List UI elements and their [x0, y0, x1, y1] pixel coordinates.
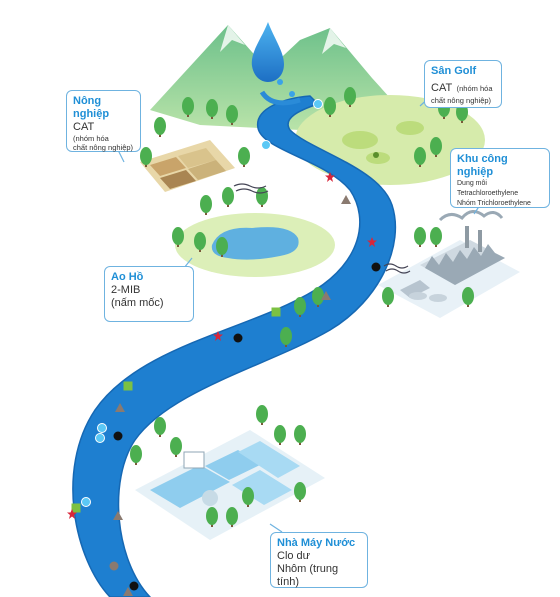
contaminant-marker [233, 333, 243, 343]
callout-title: Nông nghiệp [73, 95, 110, 120]
tree-icon [154, 417, 166, 437]
tree-icon [280, 327, 292, 347]
tree-icon [312, 287, 324, 307]
droplet [277, 79, 283, 85]
tree-icon [194, 232, 206, 252]
callout-line: Nhóm Trichloroethylene [457, 200, 531, 207]
callout-line: CAT [431, 82, 453, 94]
callout-lake: Ao Hồ 2-MIB (nấm mốc) [104, 266, 194, 322]
contaminant-marker [271, 307, 281, 317]
callout-line: Nhôm (trung tính) [277, 563, 339, 588]
tree-icon [242, 487, 254, 507]
contaminant-marker [313, 99, 323, 109]
tree-icon [294, 297, 306, 317]
tree-icon [430, 137, 442, 157]
contaminant-marker [129, 581, 139, 591]
callout-line: CAT [73, 121, 95, 133]
callout-title: Sân Golf [431, 65, 477, 77]
contaminant-marker [367, 237, 377, 247]
tree-icon [206, 99, 218, 119]
tree-icon [206, 507, 218, 527]
contaminant-marker [123, 381, 133, 391]
factory-icon [378, 210, 520, 318]
tree-icon [462, 287, 474, 307]
tree-icon [324, 97, 336, 117]
tree-icon [170, 437, 182, 457]
contaminant-markers [67, 99, 381, 596]
tree-icon [172, 227, 184, 247]
contaminant-marker [123, 587, 133, 596]
contaminant-marker [81, 497, 91, 507]
tree-icon [226, 105, 238, 125]
tree-icon [414, 227, 426, 247]
lake [175, 213, 335, 277]
tree-icon [130, 445, 142, 465]
tree-icon [256, 187, 268, 207]
water-drop-icon [251, 22, 284, 82]
callout-line: chất nông nghiệp) [431, 96, 492, 105]
callout-line: Dung môi [457, 180, 487, 187]
tree-icon [256, 405, 268, 425]
tree-icon [226, 507, 238, 527]
contaminant-marker [113, 431, 123, 441]
contaminant-marker [115, 403, 125, 412]
callout-industry: Khu công nghiệp Dung môi Tetrachloroethy… [450, 148, 550, 208]
tree-icon [344, 87, 356, 107]
callout-line: (nhóm hóa [73, 134, 109, 143]
tree-icon [182, 97, 194, 117]
contaminant-marker [371, 262, 381, 272]
contaminant-marker [113, 511, 123, 520]
tree-icon [216, 237, 228, 257]
inflow-arrows [233, 183, 411, 274]
callout-plant: Nhà Máy Nước Clo dư Nhôm (trung tính) [270, 532, 368, 588]
farm-field-icon [140, 140, 235, 192]
contaminant-marker [97, 423, 107, 433]
tree-icon [294, 425, 306, 445]
callout-line: chất nông nghiệp) [73, 143, 134, 152]
callout-line: (nấm mốc) [111, 297, 164, 309]
tree-icon [274, 425, 286, 445]
water-treatment-plant-icon [135, 430, 325, 540]
tree-icon [200, 195, 212, 215]
tree-icon [238, 147, 250, 167]
callout-line: Tetrachloroethylene [457, 190, 519, 197]
tree-icon [430, 227, 442, 247]
contaminant-marker [261, 140, 271, 150]
callout-title: Nhà Máy Nước [277, 537, 356, 549]
contaminant-marker [71, 503, 81, 513]
callout-golf: Sân Golf CAT (nhóm hóa chất nông nghiệp) [424, 60, 502, 108]
contaminant-marker [109, 561, 119, 571]
callout-agriculture: Nông nghiệp CAT (nhóm hóa chất nông nghi… [66, 90, 141, 152]
tree-icon [414, 147, 426, 167]
contaminant-marker [95, 433, 105, 443]
river [72, 90, 397, 597]
callout-line: Clo dư [277, 550, 311, 562]
tree-icon [140, 147, 152, 167]
contaminant-marker [341, 195, 351, 204]
callout-line: 2-MIB [111, 284, 141, 296]
tree-icon [294, 482, 306, 502]
contaminant-marker [321, 291, 331, 300]
contaminant-marker [213, 331, 223, 341]
callout-title: Khu công nghiệp [457, 153, 508, 178]
callout-title: Ao Hồ [111, 271, 144, 283]
tree-icon [382, 287, 394, 307]
tree-icon [154, 117, 166, 137]
contaminant-marker [67, 509, 77, 519]
callout-line: (nhóm hóa [456, 84, 493, 93]
contaminant-marker [325, 172, 335, 182]
tree-icon [222, 187, 234, 207]
droplet [289, 91, 295, 97]
